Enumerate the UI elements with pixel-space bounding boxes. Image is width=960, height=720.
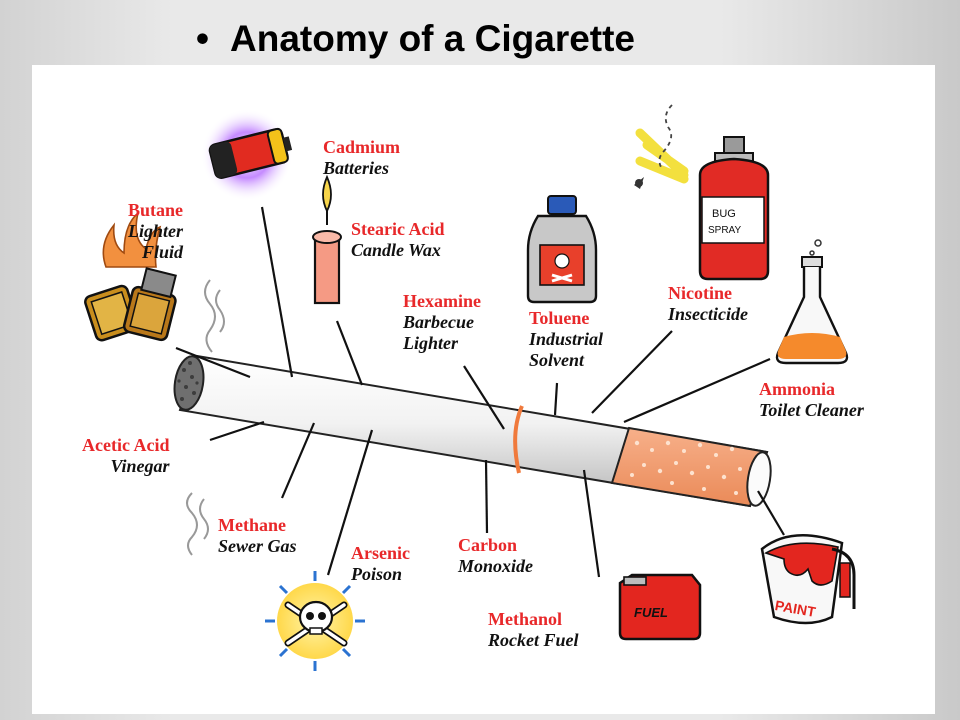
common-use-line2: Lighter	[403, 333, 459, 353]
common-use: Poison	[351, 564, 403, 584]
chemical-name: Hexamine	[403, 291, 481, 311]
label-arsenic: Arsenic Poison	[351, 543, 410, 585]
spray-can-label-1: BUG	[712, 208, 736, 220]
fuel-can-icon: FUEL	[618, 573, 702, 641]
fuel-can-label: FUEL	[634, 605, 668, 620]
chemical-name: Methane	[218, 515, 286, 535]
label-cadmium: Cadmium Batteries	[323, 137, 400, 179]
bug-spray-icon: BUG SPRAY	[634, 104, 770, 281]
common-use: Vinegar	[110, 456, 170, 476]
common-use: Toilet Cleaner	[759, 400, 864, 420]
spray-can-label-2: SPRAY	[708, 225, 741, 236]
paint-can-label: PAINT	[774, 597, 818, 620]
chemical-name: Stearic Acid	[351, 219, 445, 239]
chemical-name: Carbon	[458, 535, 518, 555]
common-use: Industrial	[529, 329, 604, 349]
common-use-line2: Solvent	[529, 350, 585, 370]
flask-icon	[775, 239, 849, 365]
chemical-name: Toluene	[529, 308, 590, 328]
title-text: Anatomy of a Cigarette	[230, 18, 636, 59]
label-butane: Butane Lighter Fluid	[128, 200, 183, 263]
label-methanol: Methanol Rocket Fuel	[488, 609, 579, 651]
common-use: Candle Wax	[351, 240, 441, 260]
chemical-name: Arsenic	[351, 543, 410, 563]
label-carbon-monoxide: Carbon Monoxide	[458, 535, 533, 577]
label-toluene: Toluene Industrial Solvent	[529, 308, 603, 371]
label-acetic-acid: Acetic Acid Vinegar	[82, 435, 169, 477]
common-use: Lighter	[128, 221, 184, 241]
smoke-wisp-icon	[204, 279, 225, 353]
solvent-bottle-icon	[526, 195, 598, 304]
battery-icon	[201, 109, 293, 201]
cigarette-body	[173, 354, 772, 508]
label-hexamine: Hexamine Barbecue Lighter	[403, 291, 481, 354]
label-stearic-acid: Stearic Acid Candle Wax	[351, 219, 444, 261]
common-use: Sewer Gas	[218, 536, 297, 556]
common-use: Insecticide	[668, 304, 748, 324]
chemical-name: Nicotine	[668, 283, 732, 303]
paint-can-icon: PAINT	[760, 534, 856, 625]
diagram-panel: BUG SPRAY	[32, 65, 935, 714]
smoke-wisp-icon	[186, 492, 209, 556]
label-nicotine: Nicotine Insecticide	[668, 283, 748, 325]
skull-crossbones-icon	[265, 571, 365, 671]
leader-lines	[175, 206, 785, 578]
cigarette-diagram: BUG SPRAY	[84, 104, 856, 671]
common-use: Rocket Fuel	[488, 630, 579, 650]
candle-icon	[312, 174, 342, 305]
title-bullet: •	[196, 18, 209, 59]
common-use-line2: Fluid	[141, 242, 184, 262]
label-ammonia: Ammonia Toilet Cleaner	[759, 379, 864, 421]
lighter-icon	[84, 210, 177, 342]
chemical-name: Acetic Acid	[82, 435, 170, 455]
common-use: Batteries	[323, 158, 389, 178]
slide-title: • Anatomy of a Cigarette	[196, 16, 635, 62]
chemical-name: Ammonia	[759, 379, 835, 399]
chemical-name: Methanol	[488, 609, 562, 629]
chemical-name: Butane	[128, 200, 184, 220]
common-use: Monoxide	[458, 556, 534, 576]
chemical-name: Cadmium	[323, 137, 401, 157]
label-methane: Methane Sewer Gas	[218, 515, 297, 557]
common-use: Barbecue	[403, 312, 474, 332]
